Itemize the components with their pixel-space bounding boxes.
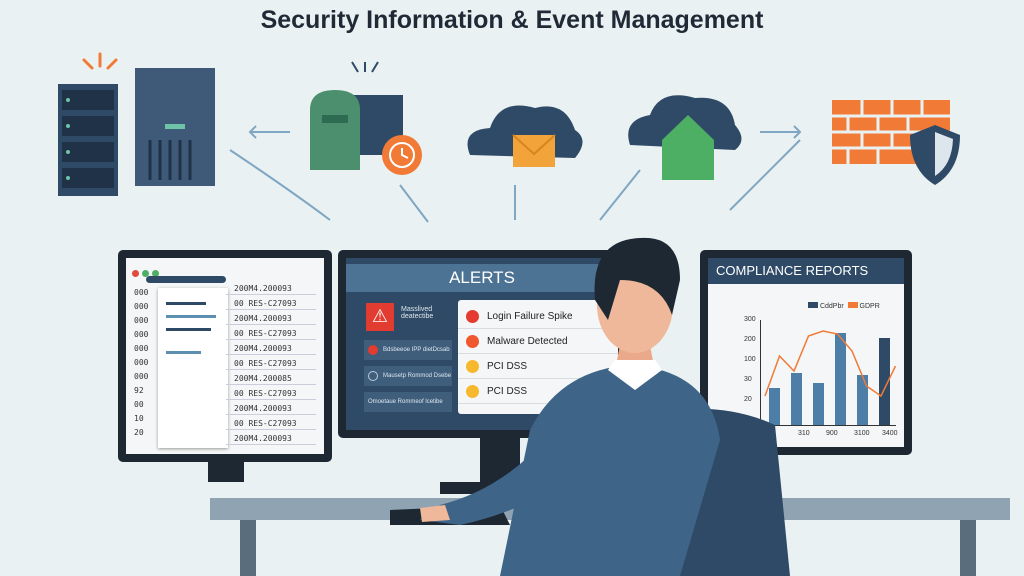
- warning-icon: ⚠: [366, 303, 394, 331]
- log-entry: 200M4.200085: [234, 374, 292, 383]
- chart-bar: [857, 375, 868, 425]
- log-monitor: 200M4.200093 00 RES-C27093 200M4.200093 00 …: [118, 250, 332, 462]
- log-entry: 00 RES-C27093: [234, 299, 297, 308]
- log-entry: 00 RES-C27093: [234, 329, 297, 338]
- line-number: 000: [134, 372, 149, 381]
- page-title: Security Information & Event Management: [260, 6, 764, 34]
- severity-dot: [466, 384, 479, 398]
- alert-item[interactable]: Malware Detected: [458, 329, 618, 354]
- side-item[interactable]: Bdsbeeoe IPP dietDcsab: [364, 340, 452, 360]
- y-tick: 200: [744, 336, 756, 343]
- side-item[interactable]: Omoetaue Rommeof lcetibe: [364, 392, 452, 412]
- log-entry: 200M4.200093: [234, 404, 292, 413]
- x-tick: 900: [826, 430, 838, 437]
- log-entry: 200M4.200093: [234, 434, 292, 443]
- line-number: 000: [134, 330, 149, 339]
- severity-dot: [466, 359, 479, 373]
- gdpr-line: [764, 330, 897, 398]
- analyst-illustration: [390, 237, 790, 576]
- cloud-mail-icon: [467, 105, 583, 167]
- alert-label: PCI DSS: [487, 360, 528, 372]
- line-number: 10: [134, 414, 144, 423]
- y-tick: 20: [744, 396, 752, 403]
- server-rack-icon: [58, 52, 215, 196]
- y-tick: 100: [744, 356, 756, 363]
- analyst-hair: [594, 237, 680, 320]
- data-sources-illustration: [58, 52, 960, 223]
- log-entry: 200M4.200093: [234, 284, 292, 293]
- chart-bar: [879, 337, 890, 425]
- firewall-icon: [832, 100, 960, 185]
- cloud-upload-icon: [628, 95, 742, 180]
- alert-item[interactable]: Login Failure Spike: [458, 304, 618, 329]
- analyst-hand: [420, 505, 450, 522]
- alerts-header: ALERTS: [346, 264, 618, 292]
- chart-bar: [769, 387, 780, 425]
- x-tick: 3400: [882, 430, 898, 437]
- log-entry: 00 RES-C27093: [234, 359, 297, 368]
- line-number: 20: [134, 428, 144, 437]
- line-number: 000: [134, 358, 149, 367]
- arrow-icon: [229, 125, 802, 223]
- alert-item[interactable]: PCI DSS: [458, 354, 618, 379]
- severity-dot: [466, 334, 479, 348]
- alert-label: Login Failure Spike: [487, 310, 573, 322]
- line-number: 000: [134, 302, 149, 311]
- warning-label: Masslived deatectibe: [401, 306, 434, 320]
- line-number: 000: [134, 316, 149, 325]
- y-tick: 30: [744, 376, 752, 383]
- database-clock-icon: [310, 61, 422, 175]
- line-number: 92: [134, 386, 144, 395]
- chart-bar: [791, 373, 802, 425]
- analyst-arm: [420, 440, 580, 525]
- side-item[interactable]: Mausetp Rommod Dsebe: [364, 366, 452, 386]
- analyst-body: [500, 365, 720, 576]
- chart-bar: [813, 383, 824, 425]
- desk-leg: [960, 520, 976, 576]
- x-tick: 3100: [854, 430, 870, 437]
- log-entry: 200M4.200093: [234, 314, 292, 323]
- compliance-header: COMPLIANCE REPORTS: [708, 258, 904, 284]
- line-number: 00: [134, 400, 144, 409]
- line-number: 000: [134, 344, 149, 353]
- compliance-chart: [760, 320, 897, 426]
- alert-label: Malware Detected: [487, 335, 568, 347]
- chart-bar: [835, 333, 846, 425]
- chart-legend: CddPbr GDPR: [808, 302, 880, 310]
- line-number: 000: [134, 288, 149, 297]
- desk-leg: [240, 520, 256, 576]
- log-entry: 200M4.200093: [234, 344, 292, 353]
- x-tick: 310: [798, 430, 810, 437]
- monitor-stand: [208, 462, 244, 482]
- log-entry: 00 RES-C27093: [234, 389, 297, 398]
- alert-item[interactable]: PCI DSS: [458, 379, 618, 404]
- y-tick: 300: [744, 316, 756, 323]
- alert-label: PCI DSS: [487, 385, 528, 397]
- analyst-collar: [608, 360, 662, 390]
- log-document: [158, 288, 228, 448]
- log-entry: 00 RES-C27093: [234, 419, 297, 428]
- severity-dot: [466, 309, 479, 323]
- compliance-monitor: COMPLIANCE REPORTS CddPbr GDPR 300 200 100…: [700, 250, 912, 455]
